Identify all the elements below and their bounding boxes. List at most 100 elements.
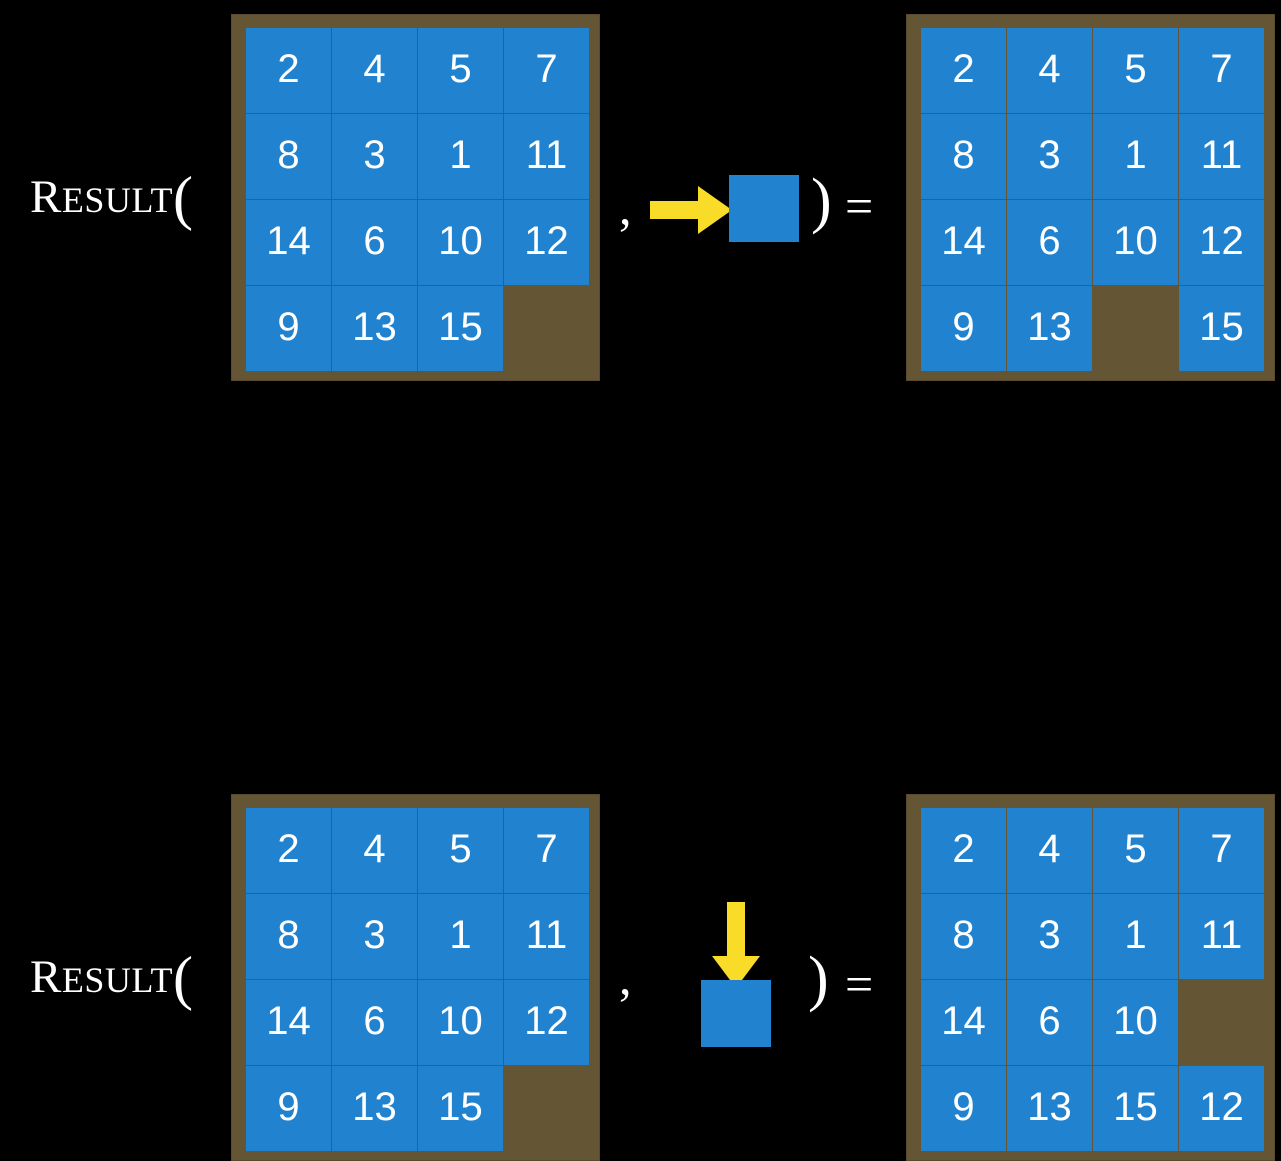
argument-separator-row-1: , bbox=[619, 179, 632, 235]
puzzle-tile: 12 bbox=[1179, 1066, 1264, 1151]
action-operator-row-2 bbox=[690, 890, 820, 1060]
puzzle-tile: 9 bbox=[246, 1066, 331, 1151]
result-function-label-row-1: RESULT( bbox=[30, 168, 194, 228]
puzzle-tile: 7 bbox=[1179, 808, 1264, 893]
puzzle-tile: 6 bbox=[1007, 200, 1092, 285]
puzzle-tile: 11 bbox=[1179, 894, 1264, 979]
puzzle-tile: 1 bbox=[418, 114, 503, 199]
puzzle-tile: 13 bbox=[332, 1066, 417, 1151]
puzzle-tile-label: 9 bbox=[921, 286, 1006, 371]
puzzle-tile-label: 2 bbox=[246, 28, 331, 113]
result-label-capital: R bbox=[30, 171, 62, 223]
puzzle-tile-label: 10 bbox=[1093, 980, 1178, 1065]
result-label-capital: R bbox=[30, 951, 62, 1003]
puzzle-tile-label: 12 bbox=[1179, 200, 1264, 285]
puzzle-tile-label: 3 bbox=[1007, 114, 1092, 199]
puzzle-tile: 12 bbox=[504, 200, 589, 285]
puzzle-tile: 5 bbox=[1093, 28, 1178, 113]
puzzle-tile: 10 bbox=[418, 980, 503, 1065]
puzzle-tile-label: 12 bbox=[504, 200, 589, 285]
puzzle-cell-blank bbox=[504, 1066, 589, 1151]
puzzle-tile: 7 bbox=[1179, 28, 1264, 113]
puzzle-tile: 10 bbox=[1093, 980, 1178, 1065]
puzzle-tile-label: 15 bbox=[1179, 286, 1264, 371]
puzzle-tile-label: 6 bbox=[1007, 200, 1092, 285]
result-function-label-row-2: RESULT( bbox=[30, 948, 194, 1008]
open-paren-row-2: ( bbox=[173, 945, 194, 1011]
puzzle-tile-label: 14 bbox=[921, 980, 1006, 1065]
puzzle-tile-label: 3 bbox=[1007, 894, 1092, 979]
puzzle-tile-label: 2 bbox=[246, 808, 331, 893]
puzzle-tile-label: 11 bbox=[504, 114, 589, 199]
result-label-smallcaps: ESULT bbox=[61, 960, 174, 1000]
puzzle-tile-label: 13 bbox=[1007, 286, 1092, 371]
puzzle-tile-label: 15 bbox=[1093, 1066, 1178, 1151]
puzzle-tile: 13 bbox=[1007, 1066, 1092, 1151]
puzzle-tile: 14 bbox=[246, 980, 331, 1065]
puzzle-tile: 11 bbox=[1179, 114, 1264, 199]
puzzle-tile: 4 bbox=[332, 808, 417, 893]
puzzle-tile: 3 bbox=[332, 114, 417, 199]
arrow-down-icon bbox=[712, 902, 760, 988]
puzzle-tile: 5 bbox=[1093, 808, 1178, 893]
puzzle-tile: 8 bbox=[921, 894, 1006, 979]
puzzle-tile: 3 bbox=[332, 894, 417, 979]
result-label-smallcaps: ESULT bbox=[61, 180, 174, 220]
puzzle-tile-label: 6 bbox=[1007, 980, 1092, 1065]
puzzle-tile-label: 4 bbox=[1007, 28, 1092, 113]
puzzle-tile: 13 bbox=[1007, 286, 1092, 371]
puzzle-tile: 6 bbox=[332, 200, 417, 285]
puzzle-tile: 14 bbox=[921, 200, 1006, 285]
puzzle-tile: 2 bbox=[246, 28, 331, 113]
puzzle-tile-label: 15 bbox=[418, 1066, 503, 1151]
puzzle-tile: 8 bbox=[921, 114, 1006, 199]
puzzle-tile-label: 8 bbox=[921, 894, 1006, 979]
puzzle-tile: 14 bbox=[246, 200, 331, 285]
puzzle-tile: 9 bbox=[921, 286, 1006, 371]
puzzle-tile: 1 bbox=[1093, 894, 1178, 979]
open-paren-row-1: ( bbox=[173, 165, 194, 231]
puzzle-tile: 13 bbox=[332, 286, 417, 371]
blank-target-tile-row-1 bbox=[729, 175, 799, 242]
puzzle-tile: 3 bbox=[1007, 894, 1092, 979]
puzzle-tile-label: 8 bbox=[921, 114, 1006, 199]
puzzle-tile-label: 11 bbox=[1179, 114, 1264, 199]
puzzle-tile-label: 13 bbox=[332, 286, 417, 371]
puzzle-tile: 6 bbox=[332, 980, 417, 1065]
puzzle-tile-label: 3 bbox=[332, 894, 417, 979]
puzzle-tile: 9 bbox=[246, 286, 331, 371]
puzzle-tile: 2 bbox=[921, 808, 1006, 893]
puzzle-tile-label: 4 bbox=[332, 28, 417, 113]
equals-sign-row-2: = bbox=[845, 956, 874, 1012]
puzzle-tile-label: 9 bbox=[246, 286, 331, 371]
puzzle-tile-label: 9 bbox=[921, 1066, 1006, 1151]
puzzle-tile: 2 bbox=[921, 28, 1006, 113]
puzzle-tile: 12 bbox=[1179, 200, 1264, 285]
puzzle-tile-label: 4 bbox=[1007, 808, 1092, 893]
argument-separator-row-2: , bbox=[619, 949, 632, 1005]
puzzle-tile-label: 6 bbox=[332, 200, 417, 285]
puzzle-tile: 11 bbox=[504, 114, 589, 199]
puzzle-tile-label: 13 bbox=[1007, 1066, 1092, 1151]
puzzle-tile: 15 bbox=[418, 1066, 503, 1151]
puzzle-tile-label: 5 bbox=[418, 808, 503, 893]
puzzle-tile: 7 bbox=[504, 28, 589, 113]
puzzle-tile: 14 bbox=[921, 980, 1006, 1065]
puzzle-tile-label: 7 bbox=[504, 28, 589, 113]
puzzle-tile-label: 7 bbox=[504, 808, 589, 893]
close-paren-row-2: ) bbox=[808, 945, 829, 1013]
equals-sign-row-1: = bbox=[845, 178, 874, 234]
puzzle-tile: 5 bbox=[418, 808, 503, 893]
puzzle-tile-label: 11 bbox=[1179, 894, 1264, 979]
arrow-right-icon bbox=[650, 186, 732, 234]
puzzle-tile: 4 bbox=[332, 28, 417, 113]
puzzle-tile-label: 10 bbox=[418, 200, 503, 285]
puzzle-tile-label: 10 bbox=[1093, 200, 1178, 285]
puzzle-tile-label: 15 bbox=[418, 286, 503, 371]
puzzle-tile: 1 bbox=[418, 894, 503, 979]
